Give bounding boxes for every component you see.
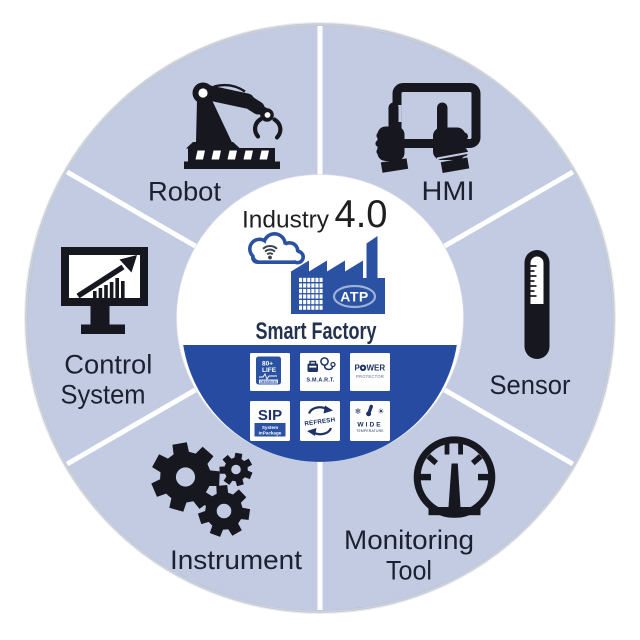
svg-text:Sensor: Sensor [490, 370, 571, 400]
svg-text:PROTECTOR: PROTECTOR [356, 374, 384, 379]
svg-text:DESIGN IN: DESIGN IN [260, 380, 277, 384]
svg-text:P: P [355, 364, 361, 373]
svg-text:InPackage: InPackage [259, 431, 282, 436]
svg-text:S.M.A.R.T.: S.M.A.R.T. [306, 378, 334, 384]
svg-text:Monitoring: Monitoring [344, 525, 474, 555]
svg-text:Tool: Tool [386, 556, 432, 586]
svg-text:WIDE: WIDE [357, 422, 382, 429]
svg-text:System: System [61, 380, 146, 410]
svg-text:4.0: 4.0 [335, 193, 388, 236]
svg-text:System: System [262, 425, 278, 430]
svg-text:REFRESH: REFRESH [304, 416, 336, 427]
svg-text:Instrument: Instrument [170, 545, 303, 575]
svg-text:Industry: Industry [242, 207, 330, 234]
svg-text:❄: ❄ [355, 407, 362, 416]
svg-text:☀: ☀ [377, 407, 384, 416]
svg-text:LIFE: LIFE [262, 367, 277, 374]
svg-text:TEMPERATURE: TEMPERATURE [356, 429, 384, 433]
svg-text:ATP: ATP [340, 289, 368, 305]
svg-text:WER: WER [367, 364, 386, 373]
svg-text:HMI: HMI [422, 176, 475, 206]
svg-text:Smart Factory: Smart Factory [256, 318, 377, 345]
svg-text:Robot: Robot [148, 177, 222, 207]
svg-text:80+: 80+ [262, 361, 273, 368]
svg-text:Control: Control [64, 350, 152, 380]
svg-text:SIP: SIP [258, 407, 282, 424]
